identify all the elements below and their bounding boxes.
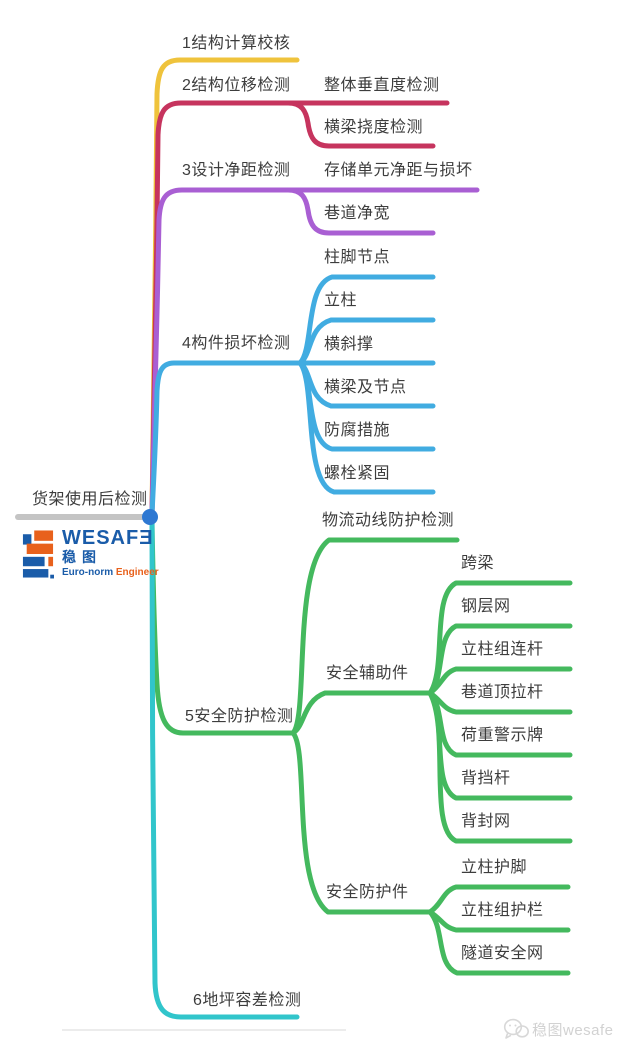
branch6-trunk — [149, 517, 300, 1020]
node-bracing: 横斜撑 — [324, 336, 374, 353]
wesafe-logo-text: WESAFƎ 稳图 Euro-norm Engineer — [62, 528, 159, 579]
node-back-mesh: 背封网 — [461, 813, 511, 830]
branch4-child2-link — [297, 317, 436, 366]
branch1-trunk — [149, 57, 300, 517]
node-steel-mesh-deck: 钢层网 — [461, 598, 511, 615]
node-beam-and-joint: 横梁及节点 — [324, 379, 407, 396]
node-tunnel-safety-net: 隧道安全网 — [461, 945, 544, 962]
node-branch5: 5安全防护检测 — [185, 708, 294, 725]
logo-brand-text: WESAFƎ — [62, 527, 154, 549]
node-load-sign: 荷重警示牌 — [461, 727, 544, 744]
logo-tagline-left: Euro-norm — [62, 567, 114, 578]
node-branch1: 1结构计算校核 — [182, 35, 291, 52]
logo-cn-text: 稳图 — [62, 549, 102, 565]
node-root: 货架使用后检测 — [32, 491, 148, 508]
wesafe-logo-icon — [22, 530, 54, 579]
node-upright: 立柱 — [324, 292, 358, 309]
logo-tagline-right: Engineer — [115, 567, 159, 578]
aux-child7-link — [427, 690, 573, 844]
node-back-stop-bar: 背挡杆 — [461, 770, 511, 787]
guard-child3-link — [427, 909, 571, 976]
node-logistics-protection: 物流动线防护检测 — [322, 512, 455, 529]
node-baseplate-joint: 柱脚节点 — [324, 249, 391, 266]
node-upright-guard-rail: 立柱组护栏 — [461, 902, 544, 919]
node-aisle-width: 巷道净宽 — [324, 205, 391, 222]
node-overall-verticality: 整体垂直度检测 — [324, 77, 440, 94]
node-upright-foot-guard: 立柱护脚 — [461, 859, 528, 876]
branch5-trunk — [149, 517, 296, 736]
branch3-child2-link — [285, 187, 436, 236]
node-bolt-tightening: 螺栓紧固 — [324, 465, 391, 482]
aux-child2-link — [427, 623, 573, 696]
node-safety-guard: 安全防护件 — [326, 884, 409, 901]
wechat-icon — [503, 1018, 529, 1039]
node-storage-clearance: 存储单元净距与损坏 — [324, 162, 473, 179]
node-branch6: 6地坪容差检测 — [193, 992, 302, 1009]
guard-child1-link — [427, 884, 571, 915]
aux-child3-link — [427, 666, 573, 696]
branch5-child3-link — [290, 730, 433, 915]
node-anticorrosion: 防腐措施 — [324, 422, 391, 439]
node-branch3: 3设计净距检测 — [182, 162, 291, 179]
branch5-child1-link — [290, 537, 460, 736]
watermark-text: 稳图wesafe — [532, 1021, 614, 1039]
branch5-child2-link — [290, 690, 433, 736]
bottom-divider — [62, 1029, 346, 1031]
aux-child5-link — [427, 690, 573, 758]
wesafe-logo: WESAFƎ 稳图 Euro-norm Engineer — [22, 528, 159, 580]
node-aisle-top-tie: 巷道顶拉杆 — [461, 684, 544, 701]
watermark: 稳图wesafe — [503, 1018, 614, 1040]
branch4-trunk — [149, 360, 436, 517]
root-dot — [142, 509, 158, 525]
node-beam-deflection: 横梁挠度检测 — [324, 119, 424, 136]
node-cross-beam: 跨梁 — [461, 555, 495, 572]
logo-tagline: Euro-norm Engineer — [62, 567, 159, 579]
node-safety-aux: 安全辅助件 — [326, 665, 409, 682]
node-branch2: 2结构位移检测 — [182, 77, 291, 94]
branch4-child6-link — [297, 360, 436, 495]
branch2-child2-link — [285, 100, 436, 149]
node-branch4: 4构件损坏检测 — [182, 335, 291, 352]
node-upright-tie-rod: 立柱组连杆 — [461, 641, 544, 658]
